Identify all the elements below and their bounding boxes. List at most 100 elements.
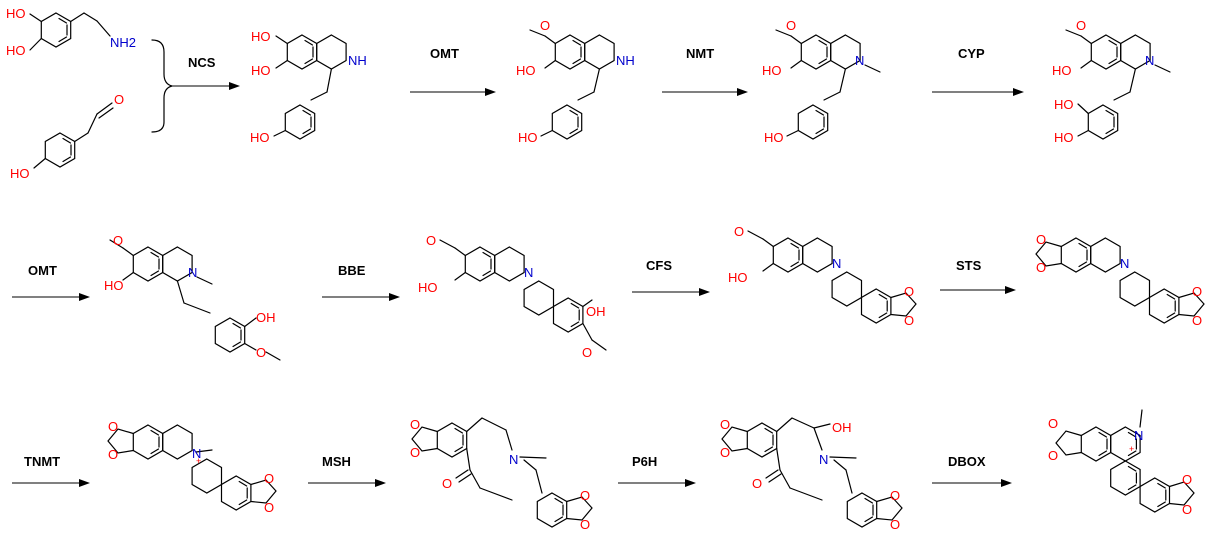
step-bbe: BBE	[322, 263, 400, 301]
scoulerine: O HO N OH O	[418, 233, 607, 360]
oh-label: HO	[1054, 97, 1074, 112]
dioxole-o-label: O	[410, 417, 420, 432]
methoxy-o-label: O	[1076, 18, 1086, 33]
dopamine: HO HO NH2	[6, 6, 136, 58]
n-label: N	[1120, 256, 1129, 271]
arrow-head-icon	[375, 479, 386, 487]
oh-label: HO	[251, 63, 271, 78]
stylopine: O O N O O	[1035, 232, 1205, 328]
charge-plus: +	[1129, 444, 1134, 454]
dioxole-o-label: O	[108, 447, 118, 462]
dioxole-o-label: O	[1048, 416, 1058, 431]
step-omt-1: OMT	[410, 46, 496, 96]
norcoclaurine-6-methyl: O HO NH HO	[516, 18, 635, 145]
n-label: N	[855, 53, 864, 68]
arrow-head-icon	[685, 479, 696, 487]
oh-label: HO	[1052, 63, 1072, 78]
step-msh: MSH	[308, 454, 386, 487]
n-label: N	[1134, 428, 1143, 443]
dioxole-o-label: O	[410, 445, 420, 460]
oh-label: HO	[516, 63, 536, 78]
arrow-head-icon	[485, 88, 496, 96]
oh-label: HO	[1054, 130, 1074, 145]
oh-label: HO	[6, 43, 26, 58]
oh-label: OH	[256, 310, 276, 325]
step-tnmt: TNMT	[12, 454, 90, 487]
charge-plus: +	[196, 456, 201, 466]
amine-label: NH2	[110, 35, 136, 50]
dioxole-o-label: O	[1192, 284, 1202, 299]
methoxy-o-label: O	[582, 345, 592, 360]
nh-label: NH	[616, 53, 635, 68]
step-label: OMT	[28, 263, 57, 278]
arrow-head-icon	[699, 288, 710, 296]
methoxy-o-label: O	[734, 224, 744, 239]
oh-label: HO	[250, 130, 270, 145]
cheilanthifoline: O HO N O O	[728, 224, 917, 328]
step-label: TNMT	[24, 454, 60, 469]
step-label: DBOX	[948, 454, 986, 469]
methoxy-o-label: O	[113, 233, 123, 248]
dioxole-o-label: O	[720, 417, 730, 432]
dioxole-o-label: O	[890, 517, 900, 532]
methoxy-o-label: O	[540, 18, 550, 33]
methoxy-o-label: O	[426, 233, 436, 248]
oh-label: HO	[764, 130, 784, 145]
arrow-head-icon	[79, 293, 90, 301]
ketone-o-label: O	[752, 476, 762, 491]
dioxole-o-label: O	[904, 284, 914, 299]
dioxole-o-label: O	[580, 517, 590, 532]
oh-label: HO	[728, 270, 748, 285]
dioxole-o-label: O	[108, 419, 118, 434]
aldehyde-o-label: O	[114, 92, 124, 107]
step-label: P6H	[632, 454, 657, 469]
arrow-head-icon	[389, 293, 400, 301]
step-label: NMT	[686, 46, 714, 61]
n-label: N	[192, 446, 201, 461]
step-omt-2: OMT	[12, 263, 90, 301]
oh-label: HO	[10, 166, 30, 181]
oh-label: HO	[762, 63, 782, 78]
step-cyp: CYP	[932, 46, 1024, 96]
arrow-head-icon	[737, 88, 748, 96]
oh-label: HO	[6, 6, 26, 21]
methoxy-o-label: O	[256, 345, 266, 360]
n-methylcoclaurine: O HO N HO	[762, 18, 881, 145]
ketone-o-label: O	[442, 476, 452, 491]
step-label: NCS	[188, 55, 216, 70]
dioxole-o-label: O	[264, 471, 274, 486]
oh-label: HO	[251, 29, 271, 44]
step-label: MSH	[322, 454, 351, 469]
step-label: OMT	[430, 46, 459, 61]
methoxy-o-label: O	[786, 18, 796, 33]
dioxole-o-label: O	[1182, 502, 1192, 517]
dioxole-o-label: O	[720, 445, 730, 460]
protopine: O O N O O O	[410, 417, 593, 532]
dioxole-o-label: O	[264, 500, 274, 515]
arrow-head-icon	[79, 479, 90, 487]
n-methylstylopine: O O N + O O	[107, 419, 277, 515]
hydroxyprotopine: O O OH N O O O	[720, 417, 903, 532]
step-ncs: NCS	[172, 55, 240, 90]
n-label: N	[1145, 53, 1154, 68]
oh-label: OH	[586, 304, 606, 319]
dioxole-o-label: O	[580, 488, 590, 503]
step-cfs: CFS	[632, 258, 710, 296]
step-p6h: P6H	[618, 454, 696, 487]
dioxole-o-label: O	[1192, 313, 1202, 328]
merge-brace	[151, 39, 173, 133]
dioxole-o-label: O	[1036, 232, 1046, 247]
hydroxyphenylacetaldehyde: O HO	[10, 92, 124, 181]
dioxole-o-label: O	[1036, 260, 1046, 275]
reticuline: O HO N OH O	[104, 233, 281, 361]
n-label: N	[509, 452, 518, 467]
oh-label: HO	[104, 278, 124, 293]
step-dbox: DBOX	[932, 454, 1012, 487]
arrow-head-icon	[1013, 88, 1024, 96]
oh-label: HO	[418, 280, 438, 295]
n-label: N	[524, 265, 533, 280]
dioxole-o-label: O	[904, 313, 914, 328]
dioxole-o-label: O	[1182, 472, 1192, 487]
sanguinarine: O O N + O O	[1048, 409, 1195, 517]
